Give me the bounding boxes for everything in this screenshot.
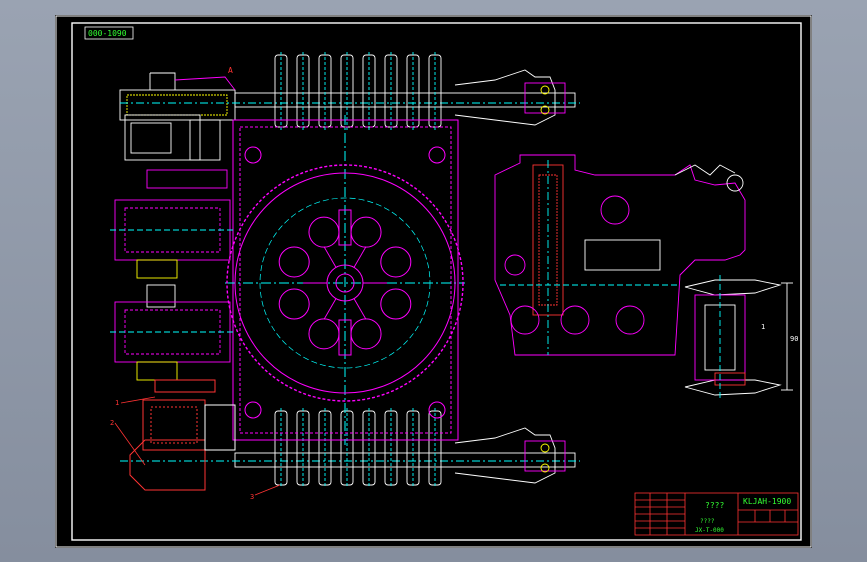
callout-1: 1 [115, 399, 119, 407]
title-block [634, 492, 799, 536]
large-gear [226, 164, 464, 402]
left-gearbox-stack [110, 114, 235, 381]
top-track-assembly [119, 52, 580, 130]
callout-2: 2 [110, 419, 114, 427]
gear-hole [380, 246, 412, 278]
marker-a: A [228, 66, 233, 75]
title-drawing-no: KLJAH-1900 [743, 497, 791, 506]
gear-hole [350, 318, 382, 350]
title-sub-2: JX-T-000 [695, 527, 724, 534]
right-section-view [494, 154, 746, 356]
callout-4: 1 [761, 323, 765, 331]
dimension-label: 90 [790, 335, 798, 343]
gear-hole [278, 246, 310, 278]
track-plate [274, 54, 288, 128]
clamp-assembly [684, 275, 793, 400]
track-plate [384, 54, 398, 128]
outer-frame [55, 15, 812, 548]
gear-hole [278, 288, 310, 320]
code-box-text: 000-1090 [88, 29, 127, 38]
gear-spoke [323, 246, 337, 268]
title-name: ???? [705, 501, 724, 510]
gear-hole [380, 288, 412, 320]
gear-spoke [323, 298, 337, 320]
cad-drawing-viewport[interactable]: 000-1090 [55, 15, 812, 548]
gear-spoke [353, 246, 367, 268]
drive-motor [129, 379, 236, 491]
callout-3: 3 [250, 493, 254, 501]
title-sub-1: ???? [700, 518, 715, 525]
central-frame [225, 115, 465, 445]
code-box [84, 26, 134, 40]
gear-hole [308, 318, 340, 350]
gear-hole [350, 216, 382, 248]
track-plate [318, 54, 332, 128]
cad-drawing: 000-1090 [55, 15, 812, 548]
track-plate [428, 54, 442, 128]
track-plate [296, 54, 310, 128]
track-plate [406, 54, 420, 128]
track-plate [340, 54, 354, 128]
gear-spoke [353, 298, 367, 320]
gear-hole [308, 216, 340, 248]
track-plate [362, 54, 376, 128]
inner-border [71, 22, 802, 541]
callout-leaders [114, 396, 281, 496]
bottom-track-assembly [120, 408, 580, 488]
